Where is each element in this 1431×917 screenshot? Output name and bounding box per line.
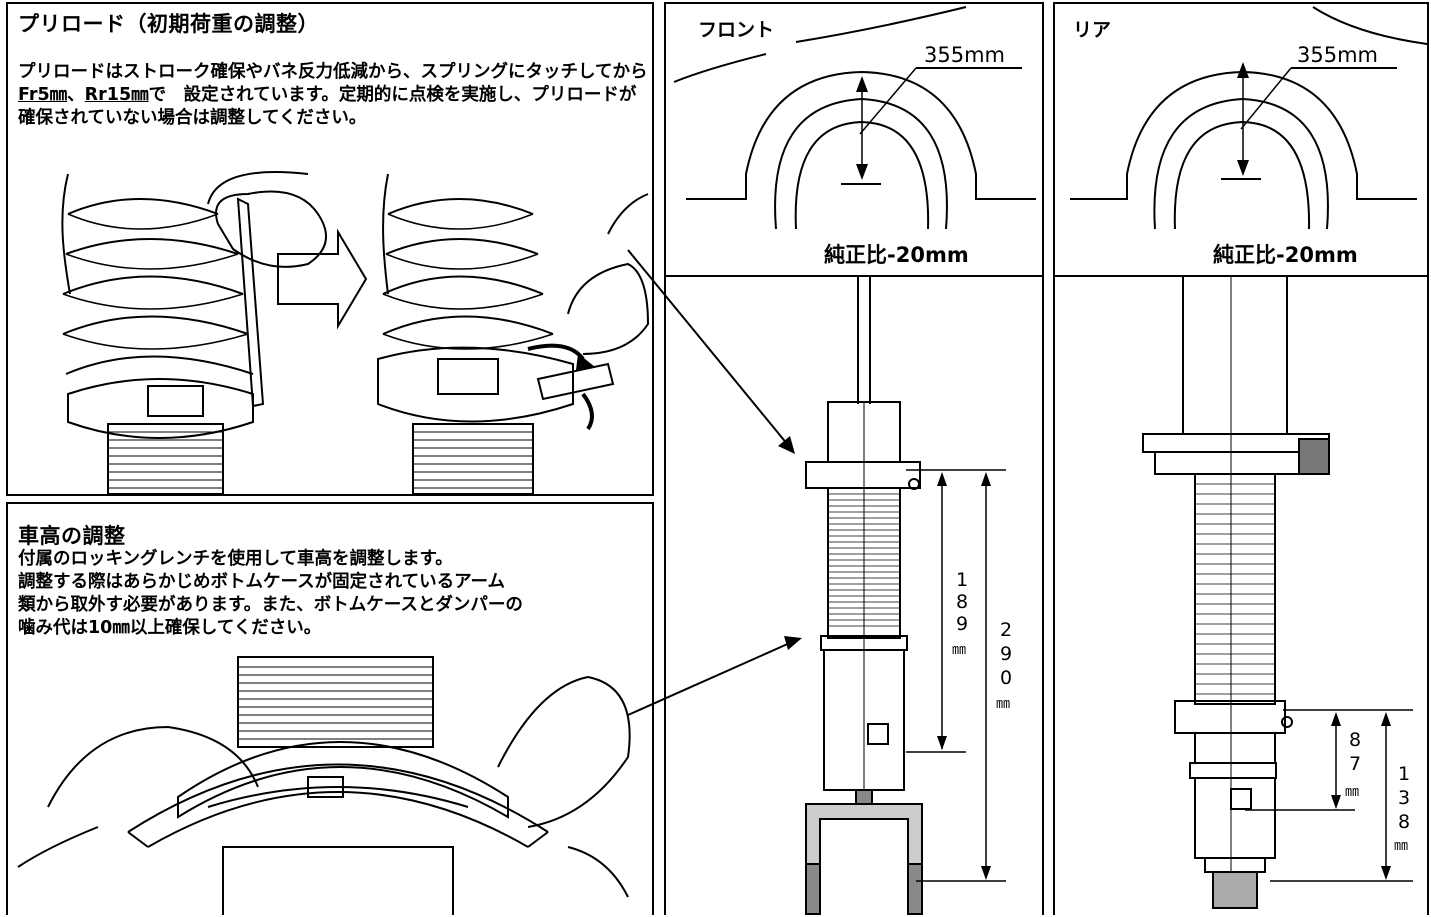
front-dim-upper-1: 1 [956, 569, 968, 591]
front-dim-upper-2: 8 [956, 591, 968, 613]
front-dim-total-2: 9 [1000, 643, 1012, 665]
rear-dim-total-3: 8 [1398, 811, 1410, 833]
preload-front-value: Fr5㎜ [18, 85, 68, 105]
front-dim-upper-3: 9 [956, 613, 968, 635]
preload-text-before: プリロードはストローク確保やバネ反力低減から、スプリングにタッチしてから [18, 62, 648, 82]
before-after-arrow [277, 228, 368, 330]
ride-height-line-1: 付属のロッキングレンチを使用して車高を調整します。 [18, 549, 453, 569]
front-arch-dim: 355mm [924, 43, 1005, 67]
ride-height-title: 車高の調整 [18, 524, 126, 548]
preload-separator: 、 [67, 85, 85, 105]
ride-height-panel: 車高の調整 付属のロッキングレンチを使用して車高を調整します。 調整する際はあら… [6, 502, 654, 915]
preload-title: プリロード（初期荷重の調整） [18, 12, 319, 36]
rear-dim-upper-1: 8 [1349, 729, 1361, 751]
rear-dim-total-2: 3 [1398, 787, 1410, 809]
locking-wrench-illustration [17, 656, 631, 915]
spring-after-illustration [377, 173, 650, 494]
rear-diff: 純正比-20mm [1213, 243, 1358, 267]
front-diagram: フロント 355mm 純正比-20mm [666, 6, 1042, 915]
ride-height-line-2: 調整する際はあらかじめボトムケースが固定されているアーム [18, 572, 506, 592]
spring-before-illustration [61, 171, 327, 494]
front-label: フロント [698, 19, 774, 41]
ride-height-line-4: 噛み代は10㎜以上確保してください。 [18, 618, 322, 638]
front-dim-total-3: 0 [1000, 667, 1012, 689]
front-dim-total-1: 2 [1000, 619, 1012, 641]
front-diff: 純正比-20mm [824, 243, 969, 267]
front-dim-upper-4: ㎜ [952, 642, 966, 658]
front-dim-total-4: ㎜ [996, 696, 1010, 712]
ride-height-line-3: 類から取外す必要があります。また、ボトムケースとダンパーの [18, 595, 523, 615]
rear-damper-illustration [1142, 276, 1330, 909]
preload-text-after: で 設定されています。定期的に点検を実施し、プリロードが確保されていない場合は調… [18, 85, 637, 128]
preload-panel: プリロード（初期荷重の調整） プリロードはストローク確保やバネ反力低減から、スプ… [6, 2, 654, 496]
rear-diagram: リア 355mm 純正比-20mm [1055, 6, 1427, 909]
rear-dim-upper-3: ㎜ [1345, 784, 1359, 800]
preload-rear-value: Rr15㎜ [84, 85, 149, 105]
rear-dim-total-1: 1 [1398, 763, 1410, 785]
front-damper-illustration [805, 276, 923, 915]
rear-arch-dim: 355mm [1297, 43, 1378, 67]
rear-label: リア [1073, 19, 1111, 41]
rear-dim-upper-2: 7 [1349, 753, 1361, 775]
front-panel: フロント 355mm 純正比-20mm [664, 2, 1044, 915]
rear-dim-total-4: ㎜ [1394, 838, 1408, 854]
preload-illustration [61, 171, 650, 494]
rear-panel: リア 355mm 純正比-20mm [1053, 2, 1429, 915]
preload-description: プリロードはストローク確保やバネ反力低減から、スプリングにタッチしてから Fr5㎜… [18, 38, 648, 130]
